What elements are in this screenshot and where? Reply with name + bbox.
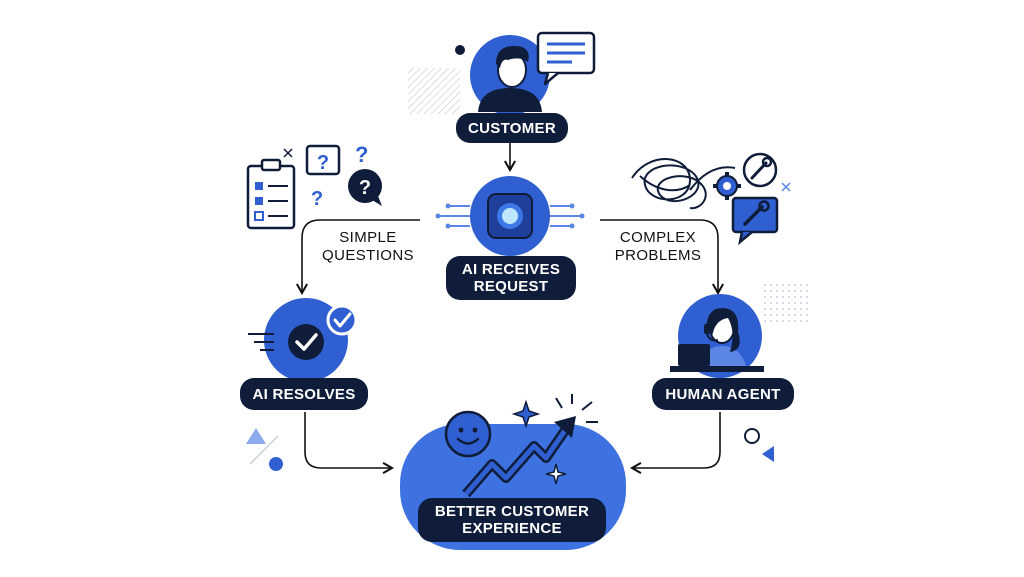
wrench-bubble-icon (731, 152, 791, 246)
arrow-human-agent-to-outcome (629, 412, 721, 475)
chat-bubble-icon (536, 31, 596, 86)
dot-decoration (455, 45, 465, 55)
smiley-icon (444, 410, 492, 458)
ai-chip-icon (435, 176, 585, 256)
better-label-line2: EXPERIENCE (462, 520, 562, 537)
simple-label-line1: SIMPLE (339, 229, 397, 246)
complex-label-line2: PROBLEMS (614, 247, 702, 264)
svg-text:?: ? (355, 142, 368, 167)
checklist-icon (246, 158, 296, 230)
arrow-simple-questions (295, 219, 420, 296)
question-marks-icon: ? ? ? ? (283, 142, 382, 210)
simple-label-line2: QUESTIONS (322, 247, 414, 264)
connector-arrows (295, 140, 725, 475)
svg-text:?: ? (359, 177, 371, 199)
better-label-line1: BETTER CUSTOMER (434, 503, 590, 520)
branch-complex-problems: COMPLEX PROBLEMS (610, 229, 706, 265)
complex-label-line1: COMPLEX (619, 229, 697, 246)
hatch-decoration (408, 68, 460, 114)
ai-receives-label-line1: AI RECEIVES (461, 261, 561, 278)
node-customer: CUSTOMER (456, 113, 568, 143)
node-human-agent: HUMAN AGENT (652, 378, 794, 410)
human-agent-label: HUMAN AGENT (665, 385, 781, 403)
arrow-ai-resolves-to-outcome (304, 412, 395, 475)
node-better-customer-experience: BETTER CUSTOMER EXPERIENCE (418, 498, 606, 542)
customer-avatar-icon (470, 35, 550, 115)
arrow-complex-problems (600, 219, 725, 296)
shape-decorations (246, 428, 774, 471)
ai-receives-label-line2: REQUEST (473, 278, 549, 295)
customer-label: CUSTOMER (468, 119, 556, 137)
tangled-problem-icon (631, 158, 736, 210)
human-agent-headset-icon (670, 294, 764, 378)
branch-simple-questions: SIMPLE QUESTIONS (318, 229, 418, 265)
svg-text:?: ? (317, 152, 329, 174)
ai-resolves-check-icon (248, 298, 358, 382)
node-ai-receives-request: AI RECEIVES REQUEST (446, 256, 576, 300)
svg-text:?: ? (311, 188, 323, 210)
sparkle-icon (511, 399, 541, 429)
ai-resolves-label: AI RESOLVES (252, 385, 356, 403)
gear-icon (713, 172, 741, 200)
node-ai-resolves: AI RESOLVES (240, 378, 368, 410)
dots-decoration (760, 282, 810, 326)
